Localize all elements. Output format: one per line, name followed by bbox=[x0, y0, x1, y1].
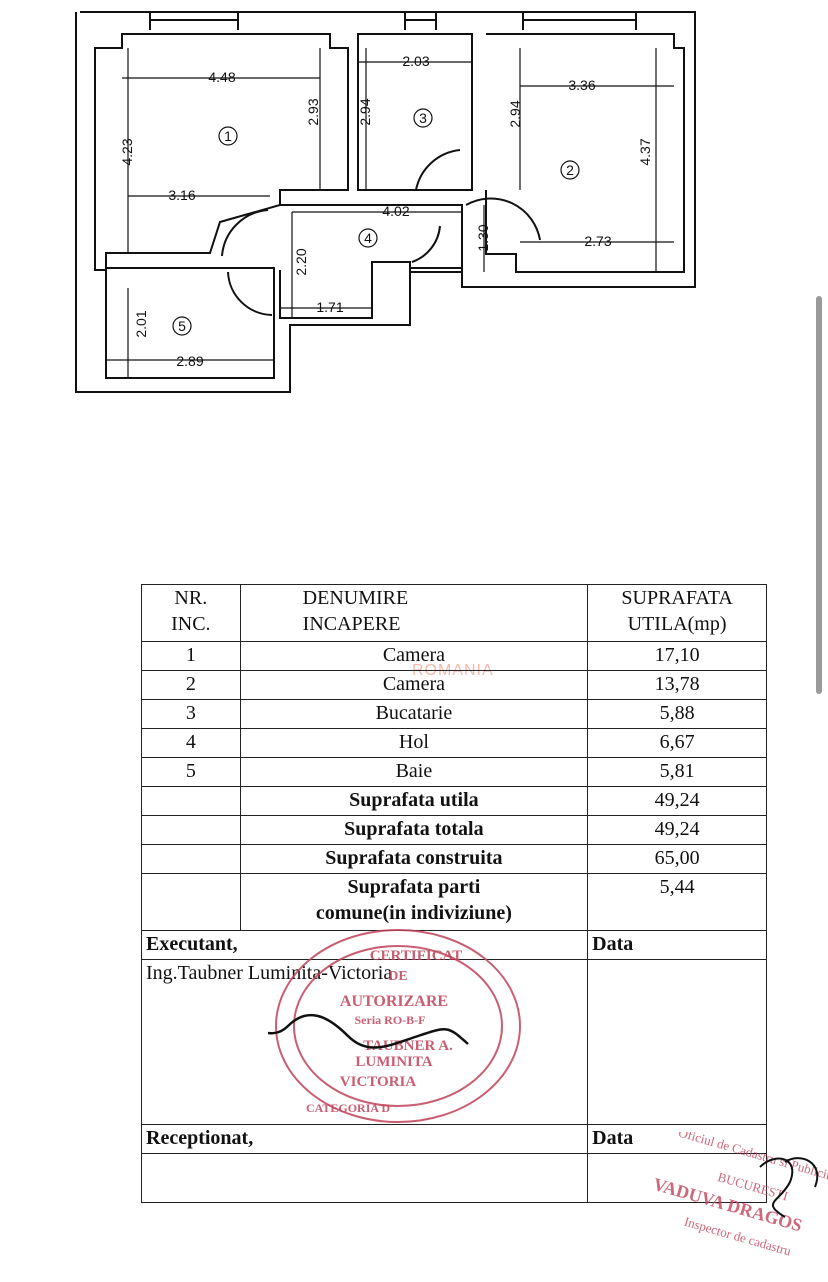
svg-text:TAUBNER A.: TAUBNER A. bbox=[363, 1038, 453, 1054]
room-number: 5 bbox=[178, 318, 186, 334]
executant-header-row: Executant, Data bbox=[140, 930, 767, 960]
cadastre-stamp: Oficiul de Cadastru si Publicitate BUCUR… bbox=[651, 1132, 828, 1259]
dim-label: 2.89 bbox=[176, 353, 203, 369]
row-area: 5,88 bbox=[587, 699, 767, 729]
floor-plan: 4.48 2.93 4.23 3.16 2.94 2.03 2.94 3.36 … bbox=[75, 11, 696, 393]
dim-label: 2.20 bbox=[293, 248, 309, 275]
receptionat-label: Receptionat, bbox=[140, 1124, 589, 1154]
total-value: 65,00 bbox=[587, 844, 767, 874]
row-area: 17,10 bbox=[587, 641, 767, 671]
room-number: 2 bbox=[566, 162, 574, 178]
empty-cell bbox=[141, 873, 241, 931]
total-value: 49,24 bbox=[587, 786, 767, 816]
svg-text:VICTORIA: VICTORIA bbox=[340, 1074, 417, 1090]
dim-label: 2.73 bbox=[584, 233, 611, 249]
dim-label: 3.36 bbox=[568, 77, 595, 93]
dim-label: 4.02 bbox=[382, 203, 409, 219]
row-area: 5,81 bbox=[587, 757, 767, 787]
row-nr: 2 bbox=[141, 670, 241, 700]
row-name: Baie bbox=[239, 757, 589, 787]
table-row: 4 Hol 6,67 bbox=[141, 728, 767, 758]
executant-date-cell bbox=[587, 959, 767, 1125]
dim-label: 4.23 bbox=[119, 138, 135, 165]
dim-label: 2.93 bbox=[305, 98, 321, 125]
executant-name: Ing.Taubner Luminita-Victoria bbox=[140, 959, 589, 1125]
empty-cell bbox=[141, 844, 241, 874]
row-nr: 1 bbox=[141, 641, 241, 671]
room-1-walls bbox=[94, 33, 349, 271]
table-row: 2 Camera 13,78 bbox=[141, 670, 767, 700]
row-nr: 5 bbox=[141, 757, 241, 787]
svg-text:AUTORIZARE: AUTORIZARE bbox=[340, 993, 448, 1010]
row-area: 6,67 bbox=[587, 728, 767, 758]
dim-label: 2.94 bbox=[507, 100, 523, 127]
room-3-walls bbox=[357, 33, 473, 191]
row-name: Bucatarie bbox=[239, 699, 589, 729]
dim-label: 2.01 bbox=[133, 310, 149, 337]
empty-cell bbox=[141, 815, 241, 845]
total-label: Suprafata utila bbox=[239, 786, 589, 816]
dim-label: 4.37 bbox=[637, 138, 653, 165]
data-label-2: Data bbox=[587, 1124, 767, 1154]
data-label: Data bbox=[587, 930, 767, 960]
room-number: 1 bbox=[224, 128, 232, 144]
dim-label: 1.30 bbox=[475, 224, 491, 251]
empty-cell bbox=[141, 786, 241, 816]
room-5-walls bbox=[105, 267, 275, 379]
row-nr: 4 bbox=[141, 728, 241, 758]
dim-label: 1.71 bbox=[316, 299, 343, 315]
total-label: Suprafata construita bbox=[239, 844, 589, 874]
header-nr: NR.INC. bbox=[141, 584, 241, 642]
dim-label: 2.94 bbox=[357, 98, 373, 125]
svg-text:DE: DE bbox=[388, 969, 407, 984]
room-4-walls bbox=[279, 204, 463, 319]
row-area: 13,78 bbox=[587, 670, 767, 700]
total-row: Suprafata totala 49,24 bbox=[141, 815, 767, 845]
row-name: Camera bbox=[239, 670, 589, 700]
receptionat-body-row bbox=[140, 1153, 767, 1203]
receptionat-header-row: Receptionat, Data bbox=[140, 1124, 767, 1154]
parti-comune-value: 5,44 bbox=[587, 873, 767, 931]
certificate-stamp: CERTIFICAT DE AUTORIZARE Seria RO-B-F TA… bbox=[268, 929, 521, 1123]
svg-text:CATEGORIA D: CATEGORIA D bbox=[306, 1101, 390, 1115]
dim-label: 4.48 bbox=[208, 69, 235, 85]
svg-text:LUMINITA: LUMINITA bbox=[355, 1054, 432, 1070]
table-row: 1 Camera 17,10 bbox=[141, 641, 767, 671]
vertical-scrollbar[interactable] bbox=[816, 296, 822, 694]
total-row: Suprafata construita 65,00 bbox=[141, 844, 767, 874]
row-name: Hol bbox=[239, 728, 589, 758]
table-row: 5 Baie 5,81 bbox=[141, 757, 767, 787]
room-number: 3 bbox=[419, 110, 427, 126]
executant-label: Executant, bbox=[140, 930, 589, 960]
row-nr: 3 bbox=[141, 699, 241, 729]
receptionat-empty-cell bbox=[140, 1153, 589, 1203]
executant-body-row: Ing.Taubner Luminita-Victoria bbox=[140, 959, 767, 1125]
row-name: Camera bbox=[239, 641, 589, 671]
dim-label: 3.16 bbox=[168, 187, 195, 203]
svg-text:Seria RO-B-F: Seria RO-B-F bbox=[355, 1013, 426, 1027]
dim-label: 2.03 bbox=[402, 53, 429, 69]
svg-text:CERTIFICAT: CERTIFICAT bbox=[370, 948, 463, 964]
total-label: Suprafata totala bbox=[239, 815, 589, 845]
room-2-walls bbox=[485, 33, 685, 273]
receptionat-date-cell bbox=[587, 1153, 767, 1203]
table-row: 3 Bucatarie 5,88 bbox=[141, 699, 767, 729]
total-row: Suprafata utila 49,24 bbox=[141, 786, 767, 816]
total-value: 49,24 bbox=[587, 815, 767, 845]
room-number: 4 bbox=[364, 230, 372, 246]
